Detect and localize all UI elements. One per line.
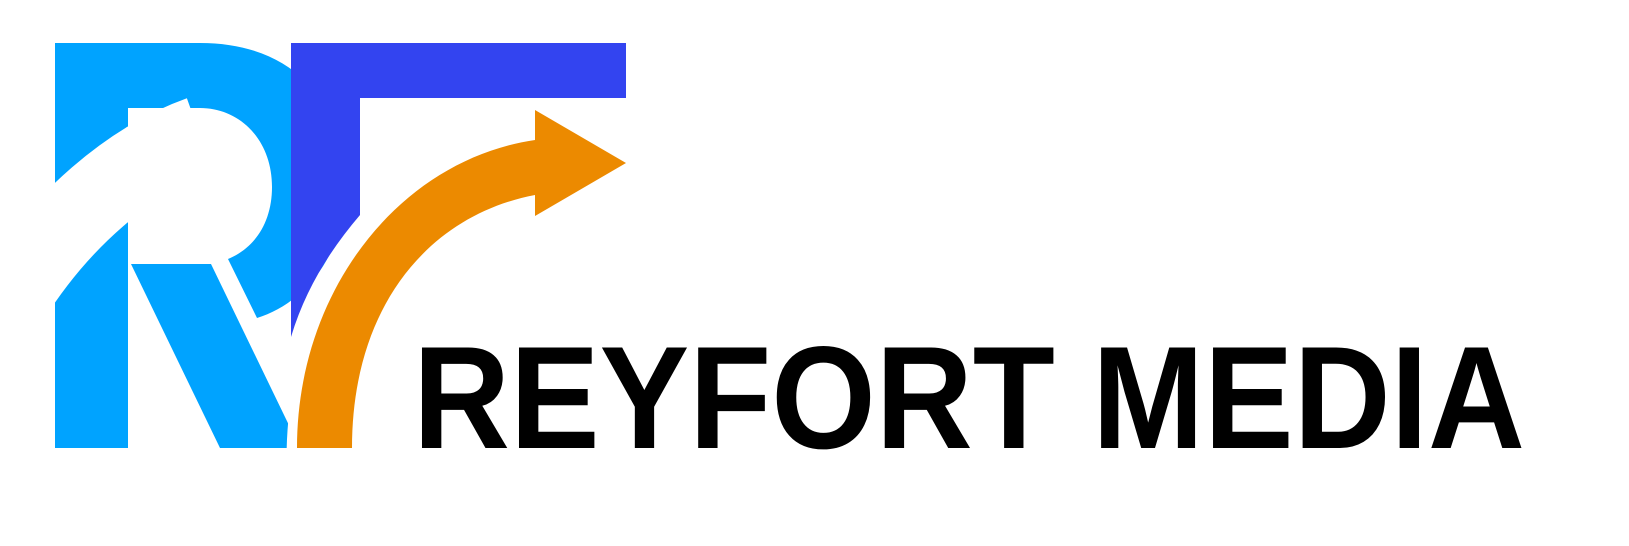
- f-letter: [291, 43, 626, 337]
- r-leg: [131, 264, 300, 448]
- arrow-head: [535, 110, 626, 216]
- curved-arrow-icon: [286, 110, 626, 461]
- r-gap: [0, 98, 214, 322]
- arrow-shaft: [297, 140, 535, 448]
- monogram-r: [0, 43, 345, 448]
- monogram-f: [291, 43, 626, 337]
- wordmark: REYFORT MEDIA: [413, 316, 1525, 479]
